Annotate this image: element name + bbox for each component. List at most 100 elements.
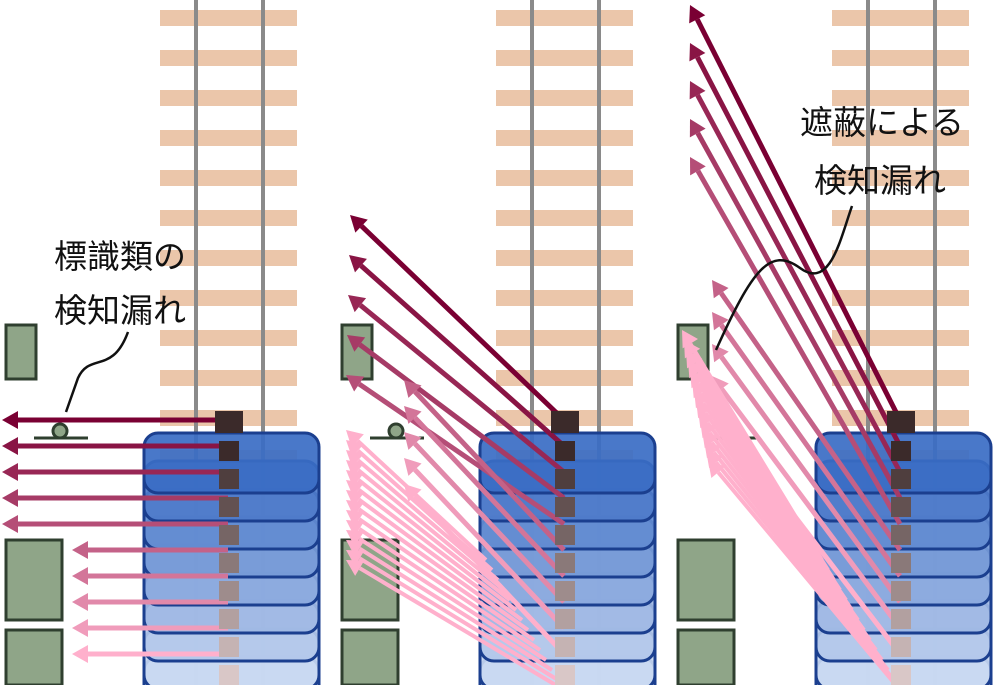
beam-line <box>413 415 566 578</box>
track-sleeper <box>832 10 969 26</box>
beam-head <box>2 515 18 533</box>
laser-beam-arrow <box>689 119 903 500</box>
sensor-reflection-square <box>219 581 239 601</box>
background-scan-arrow <box>708 460 899 685</box>
beam-line <box>695 93 903 474</box>
beam-line <box>710 441 884 662</box>
track-sleeper <box>496 250 633 266</box>
laser-beam-arrow <box>346 375 566 527</box>
beam-line <box>719 387 903 630</box>
beam-head <box>404 458 422 476</box>
track-signal-icon <box>51 422 69 440</box>
beam-line <box>714 461 896 682</box>
sensor-reflection-square <box>555 525 575 545</box>
beam-line <box>358 566 560 685</box>
beam-line <box>358 537 548 662</box>
track-sleeper <box>160 50 297 66</box>
beam-head <box>346 450 365 468</box>
sensor-reflection-square <box>891 637 911 657</box>
beam-line <box>358 527 542 652</box>
track-sleeper <box>160 130 297 146</box>
trackside-sign-icon <box>340 628 400 685</box>
background-scan-arrow <box>346 500 530 632</box>
beam-head <box>72 619 88 637</box>
background-scan-arrow <box>346 510 536 642</box>
laser-beam-arrow <box>2 489 228 507</box>
laser-beam-arrow <box>689 43 903 448</box>
sensor-reflection-square <box>555 665 575 685</box>
beam-head <box>72 567 88 585</box>
beam-line <box>357 381 566 527</box>
beam-head <box>346 500 365 517</box>
trackside-sign-icon <box>676 538 736 622</box>
beam-line <box>356 439 488 562</box>
beam-head <box>346 375 365 392</box>
beam-head <box>72 541 88 559</box>
sensor-reflection-square <box>219 497 239 517</box>
beam-line <box>358 546 554 672</box>
track-sleeper <box>832 330 969 346</box>
beam-head <box>404 380 422 398</box>
beam-line <box>358 517 536 642</box>
laser-beam-arrow <box>349 255 566 448</box>
beam-head <box>712 312 729 331</box>
beam-line <box>716 471 899 685</box>
beam-head <box>348 295 367 313</box>
beam-head <box>346 540 365 557</box>
beam-head <box>346 470 365 487</box>
sensor-reflection-square <box>891 497 911 517</box>
beam-line <box>357 478 512 602</box>
track-sleeper <box>160 330 297 346</box>
beam-line <box>694 18 903 422</box>
laser-beam-arrow <box>2 411 228 429</box>
beam-line <box>357 497 524 622</box>
sensor-reflection-square <box>555 609 575 629</box>
background-scan-arrow <box>346 450 500 582</box>
beam-line <box>413 441 566 604</box>
beam-line <box>358 342 566 500</box>
beam-line <box>357 468 506 592</box>
laser-beam-arrow <box>348 295 566 474</box>
track-sleeper <box>160 10 297 26</box>
occlusion-miss-callout-line <box>714 205 854 351</box>
lidar-sensor-icon <box>215 411 243 433</box>
beam-head <box>689 81 706 100</box>
track-sleeper <box>160 370 297 386</box>
beam-line <box>719 355 903 604</box>
beam-head <box>349 255 367 273</box>
sensor-reflection-square <box>891 665 911 685</box>
sign-miss-callout-line <box>64 331 130 413</box>
beam-line <box>712 451 890 672</box>
beam-line <box>719 323 903 578</box>
occlusion-miss-label-line1: 遮蔽による <box>800 103 964 142</box>
beam-head <box>689 119 706 138</box>
beam-line <box>358 556 560 682</box>
background-scan-arrow <box>346 470 512 602</box>
sign-miss-label-line2: 検知漏れ <box>54 291 186 330</box>
beam-line <box>359 263 566 448</box>
track-sleeper <box>496 170 633 186</box>
beam-head <box>708 460 726 479</box>
beam-head <box>346 490 365 507</box>
laser-beam-arrow <box>404 458 566 630</box>
laser-beam-arrow <box>689 81 903 474</box>
sensor-reflection-square <box>219 553 239 573</box>
track-sleeper <box>832 250 969 266</box>
sensor-reflection-square <box>555 553 575 573</box>
beam-line <box>695 56 903 448</box>
beam-head <box>346 460 365 478</box>
beam-head <box>346 550 365 567</box>
beam-head <box>346 520 365 537</box>
sign-miss-label-line1: 標識類の <box>54 237 186 276</box>
track-sleeper <box>496 130 633 146</box>
background-scan-arrow <box>346 550 560 682</box>
sensor-reflection-square <box>891 441 911 461</box>
beam-head <box>690 157 706 176</box>
sensor-reflection-square <box>219 469 239 489</box>
track-sleeper <box>160 210 297 226</box>
beam-head <box>346 480 365 497</box>
track-sleeper <box>832 210 969 226</box>
background-scan-arrow <box>346 460 506 592</box>
panel-upward-scan <box>340 0 657 685</box>
